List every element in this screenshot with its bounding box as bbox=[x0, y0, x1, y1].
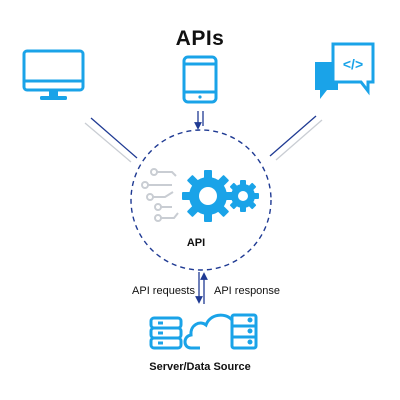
api-requests-label: API requests bbox=[132, 285, 195, 297]
circuit-lines-icon bbox=[141, 168, 179, 222]
server-data-source-label: Server/Data Source bbox=[149, 361, 251, 373]
gears-icon bbox=[182, 170, 259, 222]
smartphone-icon bbox=[182, 55, 218, 104]
server-connector bbox=[195, 272, 208, 304]
code-bubble-icon: </> bbox=[315, 42, 375, 99]
database-icon bbox=[149, 316, 183, 350]
api-response-label: API response bbox=[214, 285, 281, 297]
svg-text:</>: </> bbox=[343, 56, 363, 72]
diagram-title: APIs bbox=[175, 27, 225, 50]
monitor-connector bbox=[84, 117, 138, 163]
api-boundary-circle bbox=[130, 129, 272, 271]
api-label: API bbox=[186, 237, 206, 249]
cloud-server-icon bbox=[183, 313, 258, 350]
monitor-icon bbox=[22, 49, 85, 100]
chat-connector bbox=[269, 115, 323, 161]
phone-connector bbox=[194, 111, 204, 130]
